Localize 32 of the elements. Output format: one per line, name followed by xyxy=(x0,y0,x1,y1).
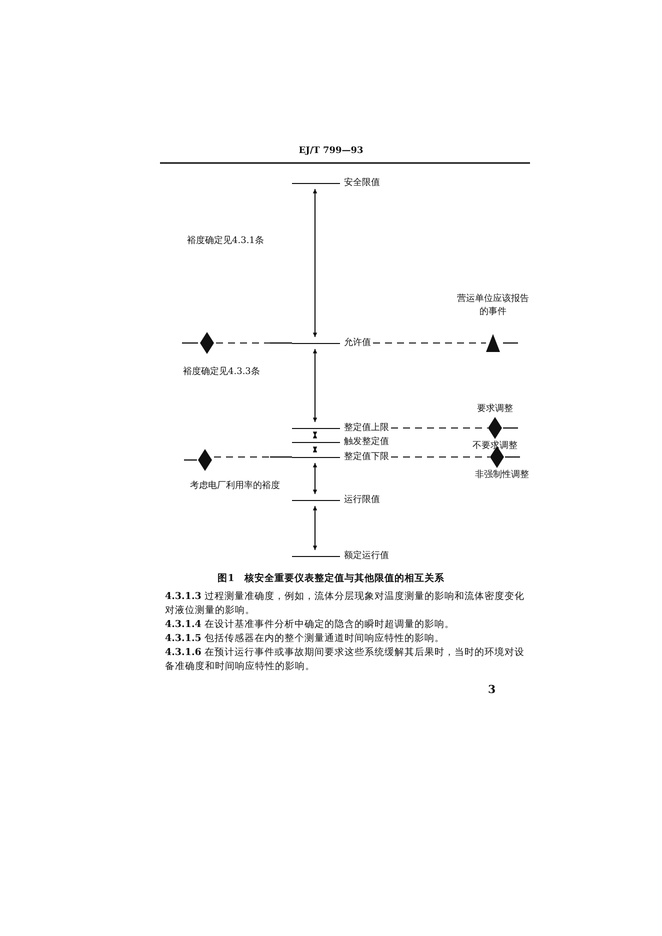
marker-caption: 不要求调整 xyxy=(472,440,518,453)
marker-caption: 要求调整 xyxy=(476,403,514,416)
body-paragraph: 4.3.1.6 在预计运行事件或事故期间要求这些系统缓解其后果时，当时的环境对设备准确度和时间响应特性的影响。 xyxy=(165,646,526,674)
level-label: 安全限值 xyxy=(344,177,380,189)
level-label: 整定值下限 xyxy=(344,451,389,463)
double-arrow xyxy=(312,349,318,422)
double-arrow xyxy=(312,446,318,452)
double-arrow xyxy=(312,506,318,550)
double-arrow xyxy=(312,463,318,494)
body-paragraph: 4.3.1.3 过程测量准确度，例如，流体分层现象对温度测量的影响和流体密度变化对液位测量的影响。 xyxy=(165,590,526,618)
marker-caption: 非强制性调整 xyxy=(474,469,530,482)
level-label: 允许值 xyxy=(344,337,371,349)
body-paragraph: 4.3.1.4 在设计基准事件分析中确定的隐含的瞬时超调量的影响。 xyxy=(165,618,456,632)
level-label: 触发整定值 xyxy=(344,436,389,448)
margin-note: 裕度确定见4.3.1条 xyxy=(187,234,264,247)
dashed-line xyxy=(373,342,486,344)
marker-caption: 考虑电厂利用率的裕度 xyxy=(189,480,281,493)
page-number: 3 xyxy=(488,683,496,696)
marker-caption: 营运单位应该报告的事件 xyxy=(456,293,530,319)
double-arrow xyxy=(312,189,318,337)
header-text: EJ/T 799—93 xyxy=(298,146,364,156)
level-label: 整定值上限 xyxy=(344,422,389,434)
dashed-line xyxy=(214,456,292,458)
body-paragraph: 4.3.1.5 包括传感器在内的整个测量通道时间响应特性的影响。 xyxy=(165,632,446,646)
level-label: 运行限值 xyxy=(344,494,380,506)
dashed-line xyxy=(391,427,488,429)
double-arrow xyxy=(312,432,318,438)
level-label: 额定运行值 xyxy=(344,550,389,562)
dashed-line xyxy=(391,456,490,458)
dashed-line xyxy=(216,342,292,344)
margin-note: 裕度确定见4.3.3条 xyxy=(183,366,260,378)
figure-caption: 图1 核安全重要仪表整定值与其他限值的相互关系 xyxy=(216,572,446,585)
